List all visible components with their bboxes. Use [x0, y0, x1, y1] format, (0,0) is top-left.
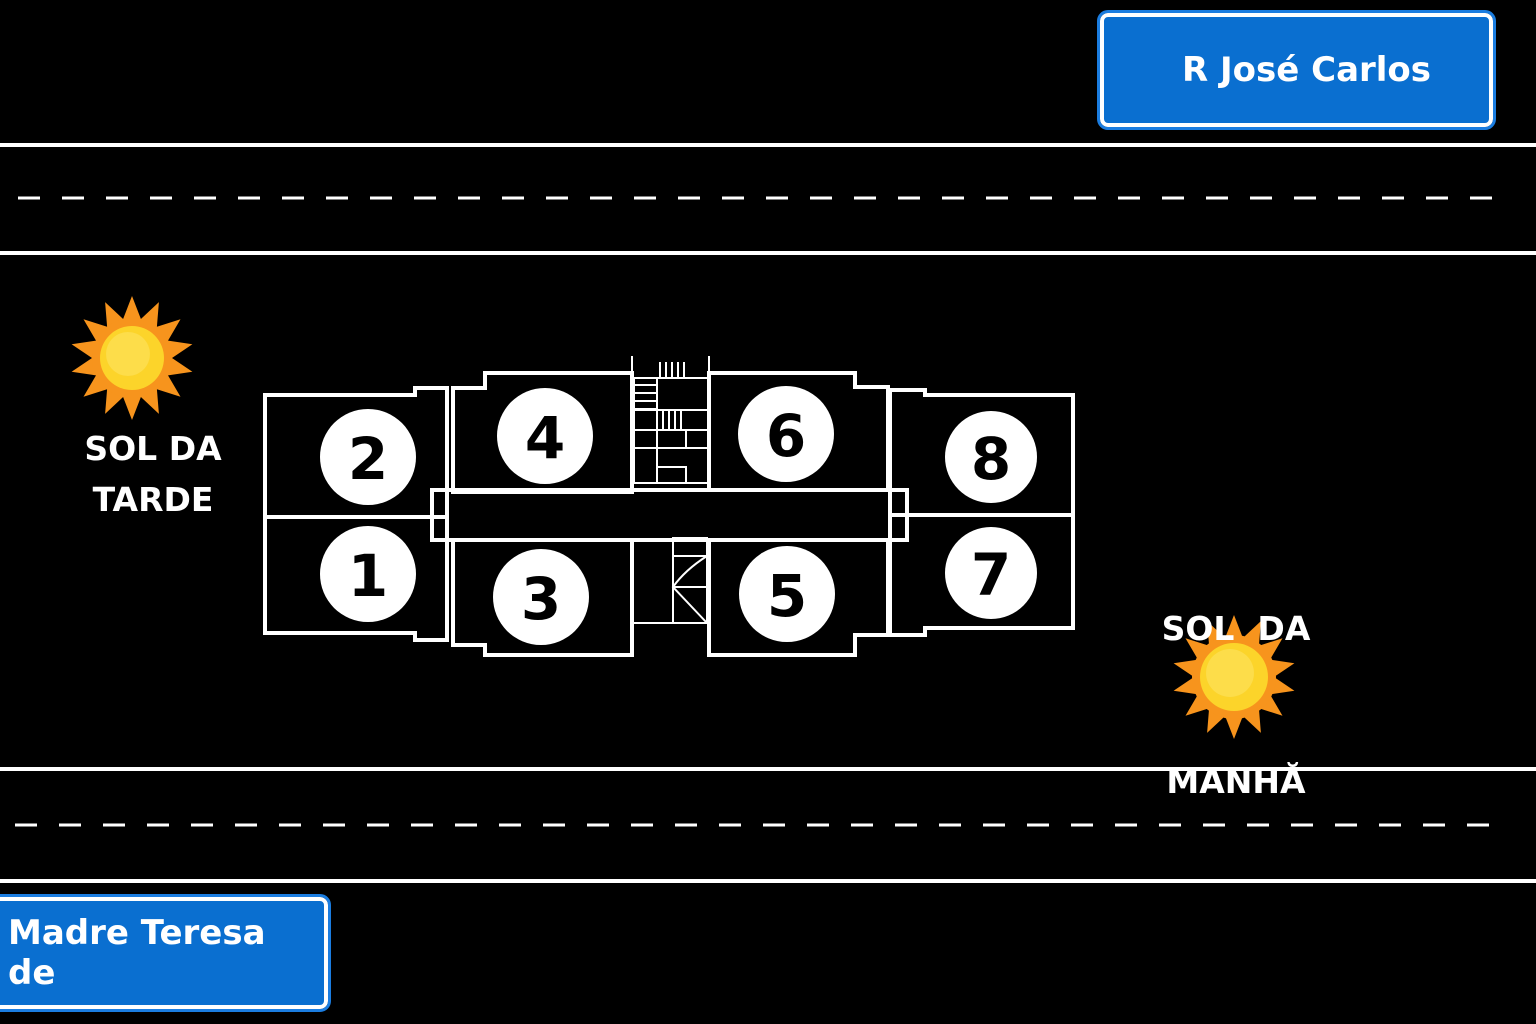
label-line: SOL DA	[84, 429, 222, 468]
svg-text:7: 7	[971, 541, 1011, 609]
label-line: MANHĂ	[1166, 762, 1306, 801]
unit-6[interactable]: 6	[738, 386, 834, 482]
unit-8[interactable]: 8	[945, 411, 1037, 503]
afternoon-sun-label: SOL DA TARDE	[73, 423, 233, 525]
building-outline	[263, 371, 1075, 657]
morning-sun-label: SOL DA MANHĂ	[1146, 501, 1326, 858]
stair-core	[631, 356, 710, 624]
road-bottom	[0, 767, 1536, 883]
label-line: SOL DA	[1161, 609, 1311, 648]
svg-text:1: 1	[348, 542, 388, 610]
unit-1[interactable]: 1	[320, 526, 416, 622]
sun-icon-left	[71, 296, 193, 420]
label-line: TARDE	[92, 480, 214, 519]
street-name-top: R José Carlos	[1181, 50, 1432, 90]
unit-5[interactable]: 5	[739, 546, 835, 642]
unit-2[interactable]: 2	[320, 409, 416, 505]
street-name-bottom: Madre Teresa de	[8, 913, 266, 993]
svg-text:4: 4	[525, 404, 565, 472]
street-sign-bottom: Madre Teresa de	[0, 894, 331, 1012]
road-top	[0, 143, 1536, 255]
svg-text:6: 6	[766, 402, 806, 470]
street-sign-top: R José Carlos	[1097, 10, 1496, 130]
svg-text:5: 5	[767, 562, 807, 630]
svg-text:8: 8	[971, 425, 1011, 493]
sun-icon-right	[1173, 615, 1295, 739]
unit-markers: 2 1 4 3 6 5 8 7	[320, 386, 1037, 645]
svg-text:2: 2	[348, 425, 388, 493]
svg-text:3: 3	[521, 565, 561, 633]
unit-3[interactable]: 3	[493, 549, 589, 645]
unit-7[interactable]: 7	[945, 527, 1037, 619]
unit-4[interactable]: 4	[497, 388, 593, 484]
